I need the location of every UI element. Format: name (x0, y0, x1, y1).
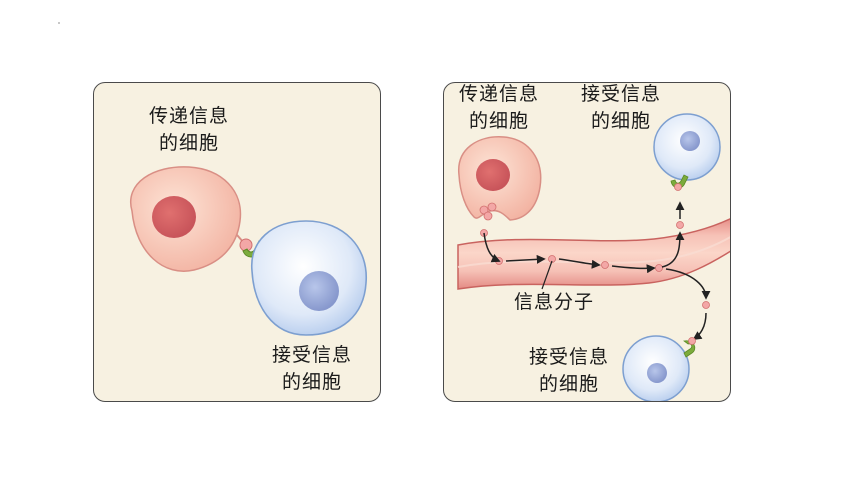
sender-cell (458, 136, 542, 221)
signal-molecule (655, 264, 663, 272)
signal-molecule (702, 301, 710, 309)
blood-vessel (457, 218, 730, 290)
receiver-nucleus (299, 271, 339, 311)
sender-cell-label: 传递信息 的细胞 (458, 83, 539, 132)
sender-cell-label: 传递信息 的细胞 (148, 105, 229, 154)
molecule-label: 信息分子 (513, 291, 594, 313)
sender-nucleus (152, 196, 196, 238)
circulation-panel: 传递信息 的细胞 接受信息 的细胞 信息分子 接受信息 的细胞 (443, 82, 731, 402)
signal-molecule (674, 183, 682, 191)
signal-molecule (483, 211, 493, 221)
receiver-cell-bottom (622, 335, 696, 401)
stray-dot (58, 22, 60, 24)
receiver-cell-top (653, 113, 721, 191)
flow-arrows (483, 201, 711, 340)
signal-molecules-in-vessel (480, 221, 710, 309)
direct-contact-panel: 传递信息 的细胞 接受信息 的细胞 (93, 82, 381, 402)
receiver-cell (251, 220, 367, 336)
signal-molecule (688, 337, 696, 345)
sender-cell (129, 166, 242, 272)
receiver-nucleus (680, 131, 700, 151)
receiver-top-cell-label: 接受信息 的细胞 (580, 83, 661, 132)
sender-nucleus (476, 159, 510, 191)
receiver-nucleus (647, 363, 667, 383)
receiver-cell-label: 接受信息 的细胞 (271, 344, 352, 393)
circulation-illustration (457, 113, 730, 401)
signal-molecule (601, 261, 609, 269)
receiver-bottom-cell-label: 接受信息 的细胞 (528, 346, 609, 395)
signal-molecule (479, 205, 489, 215)
molecule-pointer-line (541, 260, 553, 290)
direct-contact-illustration (129, 166, 367, 336)
signal-molecule (487, 202, 497, 212)
signal-molecule (676, 221, 684, 229)
